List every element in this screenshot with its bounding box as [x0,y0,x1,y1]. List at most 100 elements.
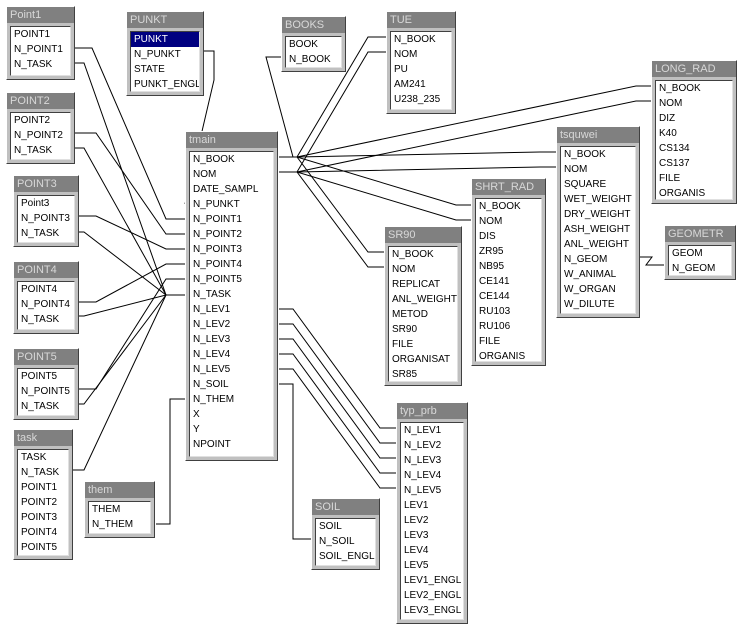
table-title[interactable]: POINT5 [14,349,78,365]
table-soil[interactable]: SOIL SOIL N_SOIL SOIL_ENGL [311,498,380,570]
field-item[interactable]: BOOK [289,39,318,50]
field-item[interactable]: N_SOIL [319,536,355,547]
table-title[interactable]: POINT4 [14,262,78,278]
field-item[interactable]: N_POINT1 [193,214,242,225]
table-title[interactable]: typ_prb [397,403,467,419]
table-title[interactable]: BOOKS [282,17,345,33]
table-title[interactable]: SR90 [385,227,461,243]
field-item[interactable]: ANL_WEIGHT [564,239,630,250]
field-item[interactable]: ORGANISAT [392,354,451,365]
table-title[interactable]: SHRT_RAD [472,179,545,195]
field-item[interactable]: WET_WEIGHT [564,194,632,205]
table-title[interactable]: SOIL [312,499,379,515]
field-item[interactable]: N_SOIL [193,379,229,390]
field-item[interactable]: METOD [392,309,428,320]
field-item[interactable]: LEV3 [404,530,429,541]
field-item[interactable]: POINT3 [21,512,58,523]
field-item[interactable]: CE144 [479,291,510,302]
field-item[interactable]: N_LEV2 [193,319,231,330]
field-item[interactable]: N_TASK [193,289,232,300]
field-item[interactable]: POINT5 [21,542,58,553]
table-title[interactable]: POINT2 [7,93,74,109]
field-item[interactable]: K40 [659,128,677,139]
field-item[interactable]: SOIL_ENGL [319,551,375,562]
field-item[interactable]: DATE_SAMPL [193,184,259,195]
field-item[interactable]: SOIL [319,521,342,532]
field-item[interactable]: X [193,409,200,420]
field-item[interactable]: N_POINT3 [21,213,70,224]
field-item[interactable]: N_TASK [21,401,60,412]
field-item[interactable]: Point3 [21,198,50,209]
field-item[interactable]: LEV2 [404,515,429,526]
field-item[interactable]: N_LEV1 [193,304,231,315]
field-item[interactable]: FILE [659,173,681,184]
field-item[interactable]: N_BOOK [659,83,701,94]
field-item[interactable]: N_TASK [21,467,60,478]
field-item[interactable]: N_LEV4 [193,349,231,360]
table-title[interactable]: Point1 [7,7,74,23]
field-item[interactable]: POINT4 [21,284,58,295]
field-item[interactable]: W_ORGAN [564,284,616,295]
field-item[interactable]: THEM [92,504,121,515]
field-item[interactable]: W_DILUTE [564,299,615,310]
field-item[interactable]: LEV5 [404,560,429,571]
field-item[interactable]: FILE [479,336,501,347]
field-item[interactable]: N_GEOM [672,263,716,274]
field-item[interactable]: N_LEV2 [404,440,442,451]
field-item[interactable]: N_LEV5 [193,364,231,375]
field-item[interactable]: NOM [564,164,588,175]
field-item[interactable]: RU106 [479,321,511,332]
field-item[interactable]: PUNKT_ENGL [134,79,200,90]
field-item[interactable]: NOM [392,264,416,275]
field-item[interactable]: N_LEV4 [404,470,442,481]
field-item[interactable]: N_LEV1 [404,425,442,436]
field-item[interactable]: NB95 [479,261,505,272]
field-item[interactable]: PUNKT [131,32,199,47]
field-item[interactable]: LEV3_ENGL [404,605,462,616]
field-item[interactable]: STATE [134,64,165,75]
field-item[interactable]: SQUARE [564,179,607,190]
field-item[interactable]: AM241 [394,79,426,90]
field-item[interactable]: N_TASK [21,228,60,239]
field-item[interactable]: N_BOOK [564,149,606,160]
field-item[interactable]: NPOINT [193,439,231,450]
field-item[interactable]: N_POINT1 [14,44,63,55]
field-list[interactable]: SOIL N_SOIL SOIL_ENGL [315,518,376,566]
field-item[interactable]: LEV1 [404,500,429,511]
field-item[interactable]: TASK [21,452,47,463]
field-item[interactable]: SR85 [392,369,418,380]
field-item[interactable]: N_LEV3 [193,334,231,345]
field-item[interactable]: U238_235 [394,94,441,105]
field-item[interactable]: N_BOOK [479,201,521,212]
field-item[interactable]: N_TASK [21,314,60,325]
field-item[interactable]: REPLICAT [392,279,441,290]
field-item[interactable]: N_THEM [92,519,134,530]
field-item[interactable]: LEV1_ENGL [404,575,462,586]
field-list[interactable]: THEM N_THEM [88,501,151,534]
field-item[interactable]: N_BOOK [392,249,434,260]
field-item[interactable]: ORGANIS [659,188,706,199]
field-item[interactable]: N_GEOM [564,254,608,265]
field-item[interactable]: N_BOOK [289,54,331,65]
field-item[interactable]: N_PUNKT [134,49,181,60]
table-title[interactable]: tmain [186,132,277,148]
field-item[interactable]: N_POINT5 [21,386,70,397]
